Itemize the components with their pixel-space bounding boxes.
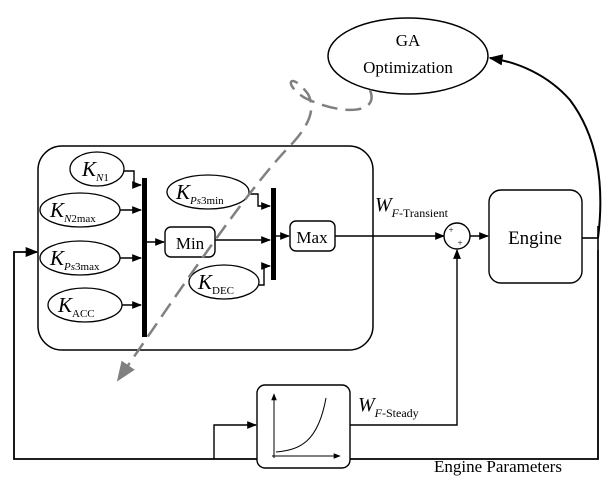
- gain-k-n1-label: KN1: [81, 157, 109, 184]
- steady-to-summer-wire: [350, 249, 461, 426]
- gain-k-n2max: KN2max: [39, 192, 121, 228]
- steady-state-block: [256, 384, 351, 469]
- engine-parameters-label: Engine Parameters: [434, 457, 562, 476]
- min-block: Min: [164, 226, 216, 258]
- max-label: Max: [296, 228, 328, 247]
- gain-k-ps3min-label: KPs3min: [175, 180, 224, 207]
- mux-bar-left: [142, 178, 147, 337]
- summer-junction: + +: [443, 222, 471, 250]
- ga-label-line2: Optimization: [363, 58, 453, 77]
- gain-k-ps3max: KPs3max: [39, 240, 121, 276]
- gain-k-n1: KN1: [69, 151, 125, 187]
- gain-k-dec: KDEC: [188, 264, 260, 300]
- gain-k-ps3max-label: KPs3max: [49, 246, 100, 273]
- mux-bar-right: [271, 188, 276, 280]
- engine-to-ga-arrow: [488, 54, 602, 239]
- feedback-to-steady-wire: [213, 421, 257, 459]
- gain-k-n2max-label: KN2max: [49, 198, 96, 225]
- gain-k-dec-label: KDEC: [197, 270, 234, 297]
- gain-k-acc: KACC: [47, 287, 123, 323]
- wf-transient-label: WF-Transient: [375, 194, 449, 220]
- max-block: Max: [289, 220, 336, 252]
- engine-block: Engine: [488, 189, 583, 284]
- gain-k-ps3min: KPs3min: [166, 174, 250, 210]
- k-ps3min-wire: [249, 193, 271, 210]
- gain-k-acc-label: KACC: [57, 293, 95, 320]
- engine-parameters-feedback: [13, 246, 599, 460]
- k-dec-wire: [259, 262, 271, 286]
- engine-label: Engine: [508, 228, 562, 249]
- summer-plus-bottom: +: [457, 238, 462, 248]
- wf-steady-label: WF-Steady: [358, 394, 419, 420]
- steady-curve: [275, 397, 327, 453]
- ga-tuning-dashed-arrow: [116, 79, 373, 382]
- ga-optimization-node: GA Optimization: [327, 17, 489, 95]
- min-label: Min: [176, 234, 205, 253]
- ga-label-line1: GA: [396, 31, 421, 50]
- summer-plus-top: +: [448, 225, 453, 235]
- gain-wires-left: [120, 170, 142, 309]
